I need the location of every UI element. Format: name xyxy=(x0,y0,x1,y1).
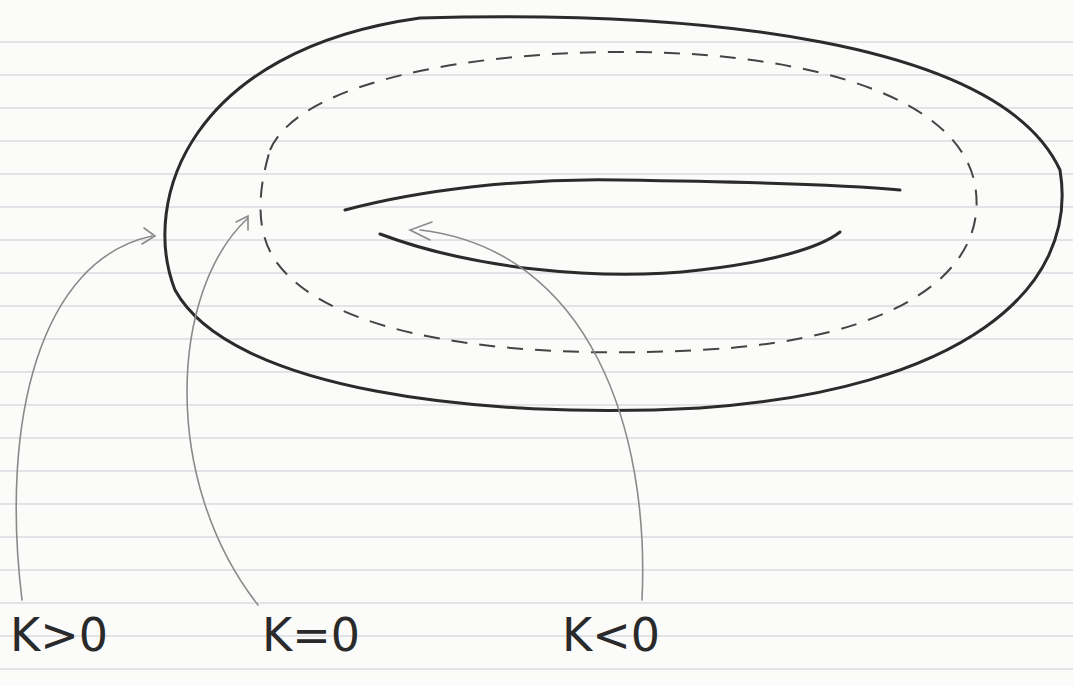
torus xyxy=(165,17,1062,411)
dashed-meridian xyxy=(260,52,976,352)
curvature-label: K>0 xyxy=(10,612,108,658)
curvature-label: K=0 xyxy=(262,612,360,658)
leader-lines xyxy=(16,216,642,605)
paper-lines xyxy=(0,42,1073,669)
curvature-label: K<0 xyxy=(562,612,660,658)
